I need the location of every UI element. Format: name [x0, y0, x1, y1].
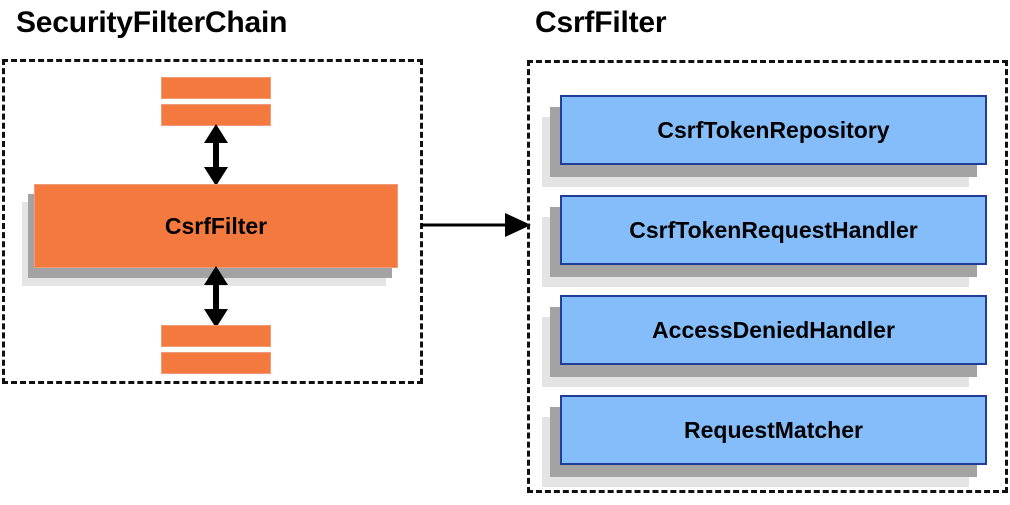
collaborator-node-label: CsrfTokenRepository	[560, 95, 987, 165]
group-box-csrf-filter	[527, 60, 1008, 493]
csrffilter-detail-arrow	[421, 210, 531, 240]
collaborator-node-accessdeniedhandler[interactable]: AccessDeniedHandler	[542, 295, 987, 387]
collaborator-node-csrftokenrepository[interactable]: CsrfTokenRepository	[542, 95, 987, 187]
filter-chain-down-arrow	[199, 266, 233, 328]
collaborator-node-label: RequestMatcher	[560, 395, 987, 465]
filter-stub-bar-1[interactable]	[161, 77, 271, 99]
collaborator-node-label: AccessDeniedHandler	[560, 295, 987, 365]
collaborator-node-requestmatcher[interactable]: RequestMatcher	[542, 395, 987, 487]
filter-stub-bar-3[interactable]	[161, 325, 271, 347]
collaborator-node-label: CsrfTokenRequestHandler	[560, 195, 987, 265]
filter-stub-bar-2[interactable]	[161, 104, 271, 126]
filter-chain-up-arrow	[199, 124, 233, 186]
filter-node-csrffilter[interactable]: CsrfFilter	[22, 184, 398, 286]
page-title-csrf-filter: CsrfFilter	[535, 6, 667, 39]
page-title-security-filter-chain: SecurityFilterChain	[16, 6, 288, 39]
filter-node-label: CsrfFilter	[34, 184, 398, 268]
filter-stub-bar-4[interactable]	[161, 352, 271, 374]
group-box-security-filter-chain	[2, 59, 423, 384]
collaborator-node-csrftokenrequesthandler[interactable]: CsrfTokenRequestHandler	[542, 195, 987, 287]
